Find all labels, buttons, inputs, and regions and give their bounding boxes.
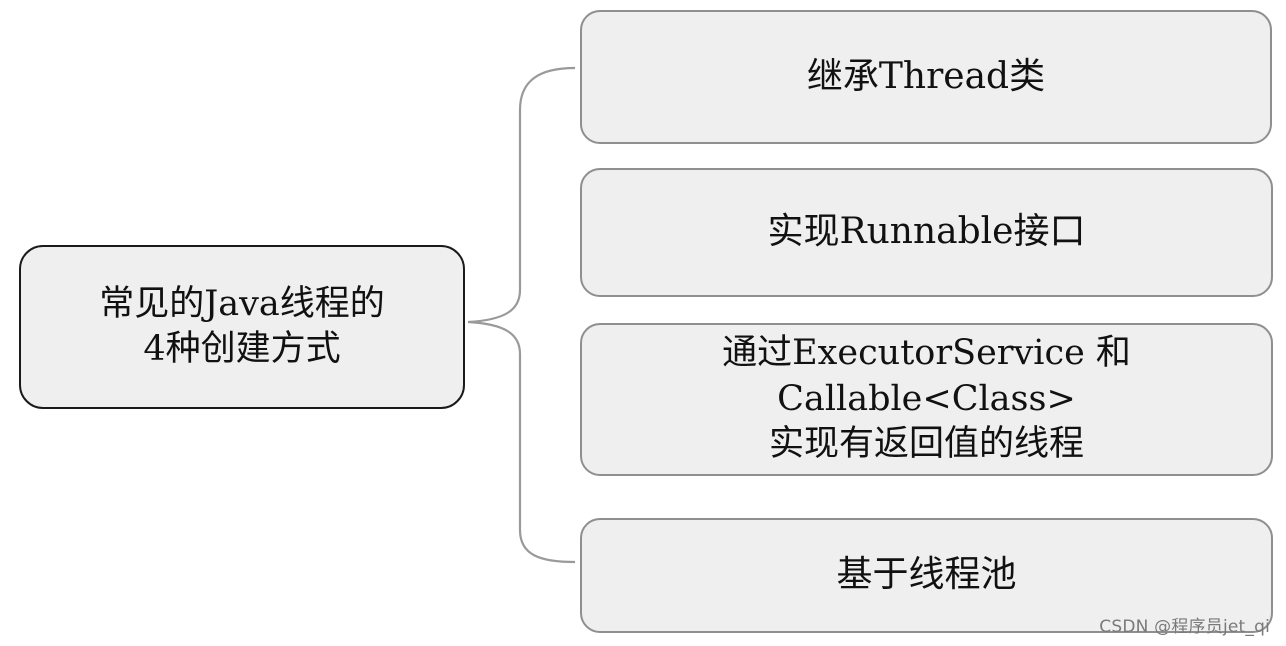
root-title-line-1: 常见的Java线程的 <box>99 284 385 325</box>
root-node: 常见的Java线程的 4种创建方式 <box>19 245 465 409</box>
method-label-line-1: 通过ExecutorService 和 <box>722 333 1131 374</box>
method-label: 基于线程池 <box>836 554 1017 596</box>
method-node-executor-callable: 通过ExecutorService 和 Callable<Class> 实现有返… <box>580 323 1273 476</box>
method-node-thread-pool: 基于线程池 <box>580 518 1273 633</box>
method-label: 实现Runnable接口 <box>767 211 1086 253</box>
method-node-extend-thread: 继承Thread类 <box>580 10 1272 144</box>
method-label-line-3: 实现有返回值的线程 <box>768 424 1084 465</box>
method-label-line-2: Callable<Class> <box>777 378 1076 419</box>
method-node-runnable: 实现Runnable接口 <box>580 168 1273 297</box>
watermark: CSDN @程序员jet_qi <box>1099 617 1270 637</box>
method-label: 继承Thread类 <box>806 55 1046 97</box>
root-title-line-2: 4种创建方式 <box>143 329 341 369</box>
